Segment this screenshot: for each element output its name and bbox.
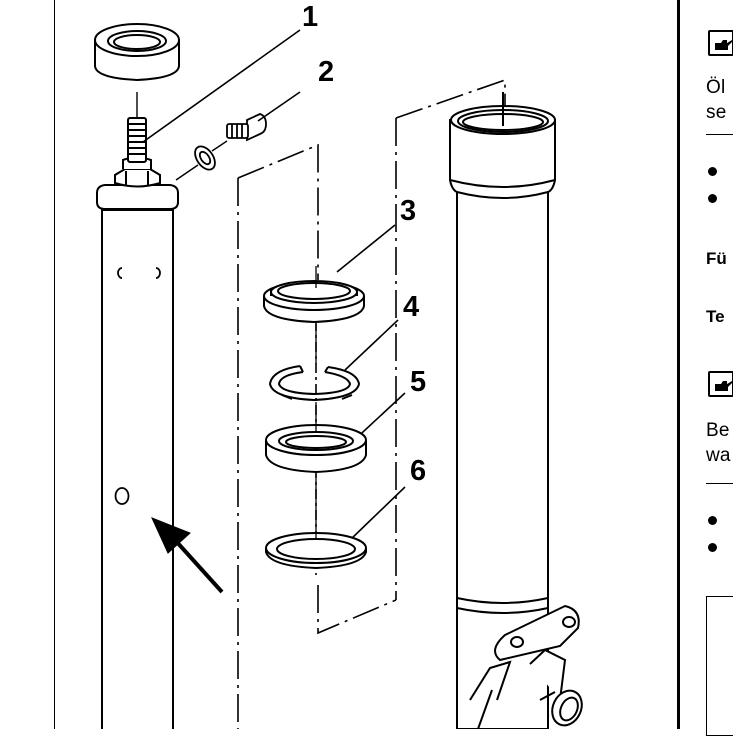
section2-line2: wa (706, 445, 731, 466)
callout-6: 6 (410, 455, 427, 487)
part-5-oil-seal (265, 424, 367, 474)
callout-1: 1 (302, 1, 319, 33)
bullet (708, 167, 717, 176)
bullet (708, 543, 717, 552)
label-temp: Te (706, 307, 725, 326)
section1-line1: Öl (706, 77, 726, 98)
section1-line2: se (706, 102, 727, 123)
inner-fork-tube (96, 184, 179, 729)
outer-slider (449, 92, 556, 729)
callout-5: 5 (410, 366, 427, 398)
bullet (708, 194, 717, 203)
axle-lug (469, 604, 583, 729)
part-4-circlip (268, 365, 361, 402)
tube-holes (114, 267, 161, 505)
bullet (708, 516, 717, 525)
callout-2: 2 (318, 56, 335, 88)
section1-rule (706, 134, 733, 135)
section2-line1: Be (706, 420, 730, 441)
boxed-panel (706, 596, 733, 736)
frame-line (54, 0, 55, 729)
dust-cap (94, 23, 180, 82)
arrow (151, 517, 224, 594)
bleed-screw (175, 113, 267, 181)
oil-can-icon (708, 30, 733, 56)
callout-4: 4 (403, 291, 420, 323)
section2-rule (706, 483, 733, 484)
oil-can-icon (708, 371, 733, 397)
column-divider (677, 0, 680, 729)
fork-exploded-diagram (94, 23, 583, 729)
part-3-bushing (263, 280, 365, 324)
damper-rod (127, 92, 147, 163)
callout-3: 3 (400, 195, 417, 227)
label-fill: Fü (706, 249, 727, 268)
